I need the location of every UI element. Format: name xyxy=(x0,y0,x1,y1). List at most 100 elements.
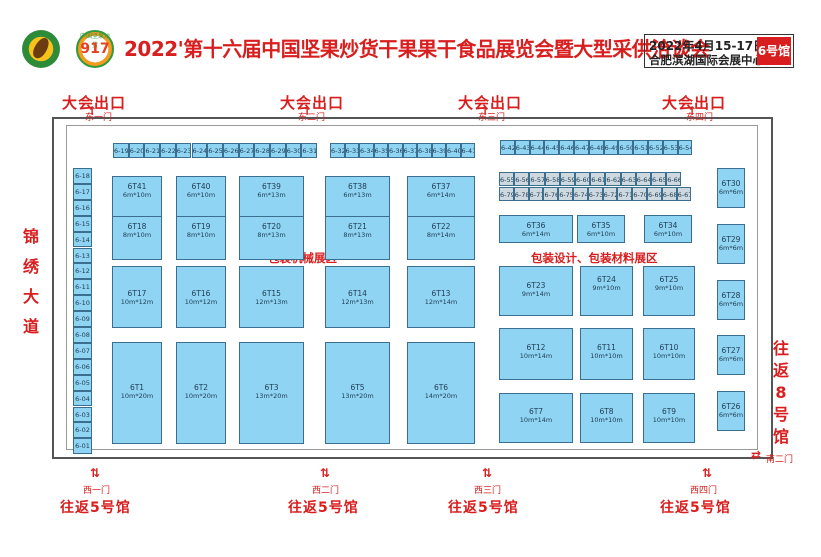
small-booth[interactable]: 6-01 xyxy=(73,438,92,455)
small-booth[interactable]: 6-59 xyxy=(559,172,575,186)
small-booth[interactable]: 6-37 xyxy=(402,143,417,158)
small-booth[interactable]: 6-58 xyxy=(544,172,560,186)
small-booth[interactable]: 6-26 xyxy=(222,143,239,158)
small-booth[interactable]: 6-35 xyxy=(373,143,388,158)
small-booth[interactable]: 6-24 xyxy=(191,143,208,158)
small-booth[interactable]: 6-23 xyxy=(175,143,192,158)
small-booth[interactable]: 6-13 xyxy=(73,247,92,264)
small-booth[interactable]: 6-19 xyxy=(113,143,129,158)
small-booth[interactable]: 6-49 xyxy=(603,140,619,155)
small-booth[interactable]: 6-52 xyxy=(648,140,663,155)
small-booth[interactable]: 6-68 xyxy=(661,187,677,201)
small-booth[interactable]: 6-12 xyxy=(73,263,92,280)
small-booth[interactable]: 6-10 xyxy=(73,295,92,312)
small-booth[interactable]: 6-27 xyxy=(238,143,255,158)
small-booth[interactable]: 6-21 xyxy=(144,143,161,158)
small-booth[interactable]: 6-45 xyxy=(544,140,560,155)
small-booth[interactable]: 6-64 xyxy=(635,172,651,186)
small-booth[interactable]: 6-69 xyxy=(647,187,662,201)
small-booth[interactable]: 6-36 xyxy=(388,143,403,158)
small-booth[interactable]: 6-62 xyxy=(605,172,621,186)
small-booth[interactable]: 6-70 xyxy=(632,187,647,201)
small-booth[interactable]: 6-66 xyxy=(666,172,682,186)
small-booth[interactable]: 6-61 xyxy=(590,172,606,186)
small-booth[interactable]: 6-16 xyxy=(73,199,92,216)
small-booth[interactable]: 6-56 xyxy=(514,172,530,186)
small-booth[interactable]: 6-28 xyxy=(254,143,270,158)
small-booth[interactable]: 6-11 xyxy=(73,279,92,296)
small-booth[interactable]: 6-76 xyxy=(543,187,559,201)
small-booth[interactable]: 6-18 xyxy=(73,168,92,184)
small-booth[interactable]: 6-75 xyxy=(558,187,573,201)
small-booth[interactable]: 6-51 xyxy=(633,140,648,155)
small-booth[interactable]: 6-32 xyxy=(330,143,345,158)
small-booth[interactable]: 6-07 xyxy=(73,342,92,359)
small-booth[interactable]: 6-63 xyxy=(620,172,636,186)
small-booth[interactable]: 6-31 xyxy=(301,143,318,158)
small-booth[interactable]: 6-79 xyxy=(499,187,514,201)
small-booth[interactable]: 6-09 xyxy=(73,311,92,327)
small-booth[interactable]: 6-48 xyxy=(588,140,604,155)
small-booth[interactable]: 6-17 xyxy=(73,183,92,200)
small-booth[interactable]: 6-77 xyxy=(528,187,544,201)
small-booth[interactable]: 6-67 xyxy=(676,187,692,201)
small-booth[interactable]: 6-78 xyxy=(513,187,529,201)
small-booth[interactable]: 6-50 xyxy=(618,140,634,155)
small-booth[interactable]: 6-55 xyxy=(499,172,515,186)
small-booth[interactable]: 6-30 xyxy=(285,143,302,158)
small-booth[interactable]: 6-14 xyxy=(73,231,92,248)
small-booth[interactable]: 6-60 xyxy=(575,172,591,186)
small-booth[interactable]: 6-38 xyxy=(417,143,432,158)
small-booth[interactable]: 6-43 xyxy=(514,140,530,155)
small-booth[interactable]: 6-42 xyxy=(500,140,515,155)
small-booth[interactable]: 6-73 xyxy=(587,187,603,201)
small-booth[interactable]: 6-33 xyxy=(344,143,359,158)
small-booth[interactable]: 6-15 xyxy=(73,215,92,232)
small-booth[interactable]: 6-71 xyxy=(617,187,633,201)
small-booth[interactable]: 6-34 xyxy=(359,143,374,158)
small-booth[interactable]: 6-40 xyxy=(446,143,461,158)
small-booth[interactable]: 6-06 xyxy=(73,358,92,375)
small-booth[interactable]: 6-03 xyxy=(73,406,92,423)
small-booth[interactable]: 6-65 xyxy=(651,172,667,186)
small-booth[interactable]: 6-05 xyxy=(73,374,92,391)
small-booth[interactable]: 6-22 xyxy=(160,143,176,158)
small-booth[interactable]: 6-04 xyxy=(73,390,92,407)
small-booth[interactable]: 6-72 xyxy=(602,187,618,201)
small-booth[interactable]: 6-08 xyxy=(73,327,92,343)
small-booth[interactable]: 6-44 xyxy=(529,140,545,155)
small-booth[interactable]: 6-53 xyxy=(662,140,678,155)
small-booth[interactable]: 6-39 xyxy=(431,143,446,158)
small-booth[interactable]: 6-74 xyxy=(573,187,588,201)
small-booth[interactable]: 6-46 xyxy=(559,140,574,155)
